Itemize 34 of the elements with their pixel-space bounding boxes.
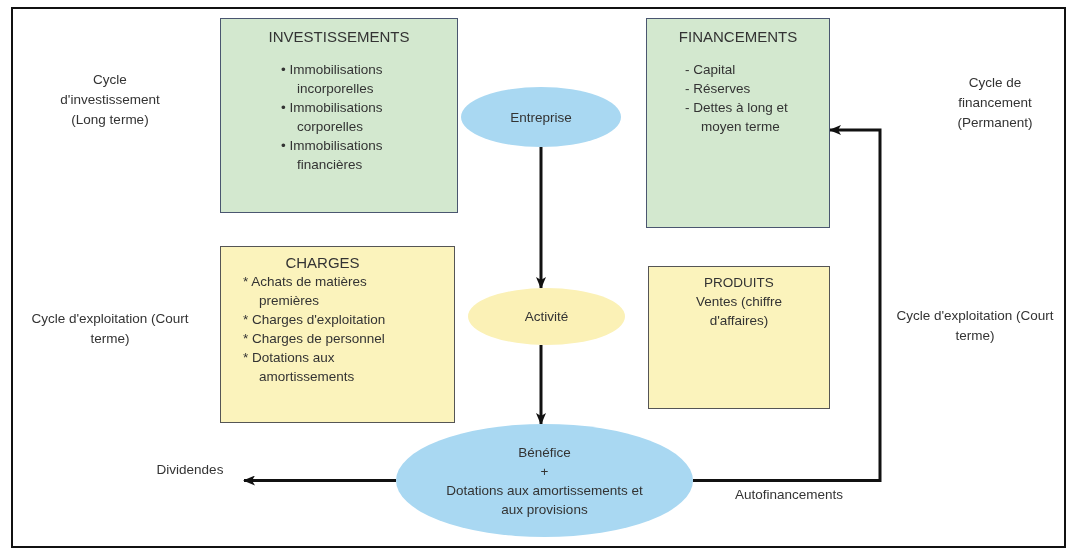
financing-box <box>646 18 830 228</box>
arrow <box>536 147 546 289</box>
node-text: Dotations aux amortissements et aux provisions <box>445 481 644 519</box>
node-text: + <box>540 462 549 481</box>
arrow <box>243 475 396 486</box>
list-item: - Réserves <box>685 80 752 98</box>
list-item: • Immobilisations financières <box>281 137 384 174</box>
charges-box <box>220 246 455 423</box>
arrow <box>536 345 546 425</box>
list-item: - Dettes à long et moyen terme <box>685 99 789 136</box>
cycle-label: Cycle d'exploitation (Court terme) <box>895 307 1055 345</box>
cycle-label: Cycle de financement (Permanent) <box>956 74 1034 132</box>
list-item: * Achats de matières premières <box>243 273 368 310</box>
list-item: • Immobilisations incorporelles <box>281 61 384 98</box>
arrow <box>693 125 882 482</box>
list-item: * Dotations aux amortissements <box>243 349 356 386</box>
node-text: Activité <box>524 308 569 326</box>
list-item: - Capital <box>685 61 737 79</box>
node-text: Ventes (chiffre d'affaires) <box>694 293 784 330</box>
list-item: • Immobilisations corporelles <box>281 99 384 136</box>
box-heading: INVESTISSEMENTS <box>267 27 411 46</box>
cycle-label: Cycle d'investissement (Long terme) <box>59 71 161 129</box>
box-heading: PRODUITS <box>703 274 775 292</box>
box-heading: CHARGES <box>284 253 361 272</box>
investment-box <box>220 18 458 213</box>
node-text: Bénéfice <box>518 443 571 462</box>
node-text: Dividendes <box>156 460 224 479</box>
box-heading: FINANCEMENTS <box>677 27 799 46</box>
list-item: * Charges de personnel <box>243 330 386 348</box>
cycle-label: Cycle d'exploitation (Court terme) <box>30 310 190 348</box>
list-item: * Charges d'exploitation <box>243 311 387 329</box>
products-box <box>648 266 830 409</box>
node-text: Entreprise <box>510 108 572 127</box>
edge-label: Autofinancements <box>733 487 846 502</box>
